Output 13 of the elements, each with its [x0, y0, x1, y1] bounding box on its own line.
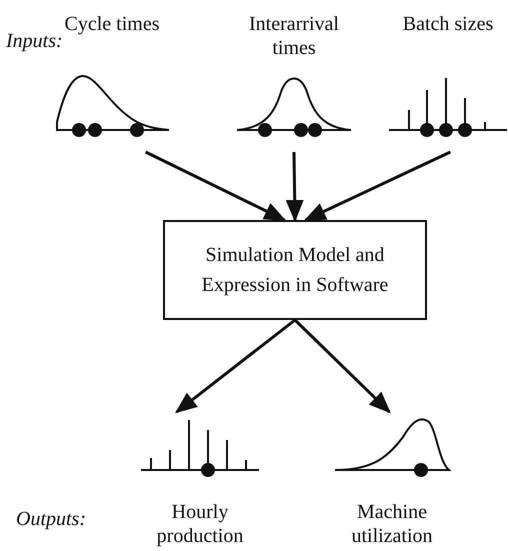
arrow: [144, 150, 286, 222]
arrow: [304, 150, 452, 222]
node-label: Batch sizes: [402, 12, 494, 36]
arrow: [175, 318, 296, 414]
arrow: [286, 152, 304, 222]
node-label: Hourly production: [156, 500, 244, 548]
process-box: Simulation Model and Expression in Software: [163, 220, 427, 320]
arrow: [294, 318, 391, 414]
node-label: Cycle times: [64, 12, 160, 36]
node-label: Machine utilization: [350, 500, 434, 548]
section-label: Outputs:: [16, 508, 86, 531]
node-label: Interarrival times: [248, 12, 340, 60]
section-label: Inputs:: [6, 30, 63, 53]
